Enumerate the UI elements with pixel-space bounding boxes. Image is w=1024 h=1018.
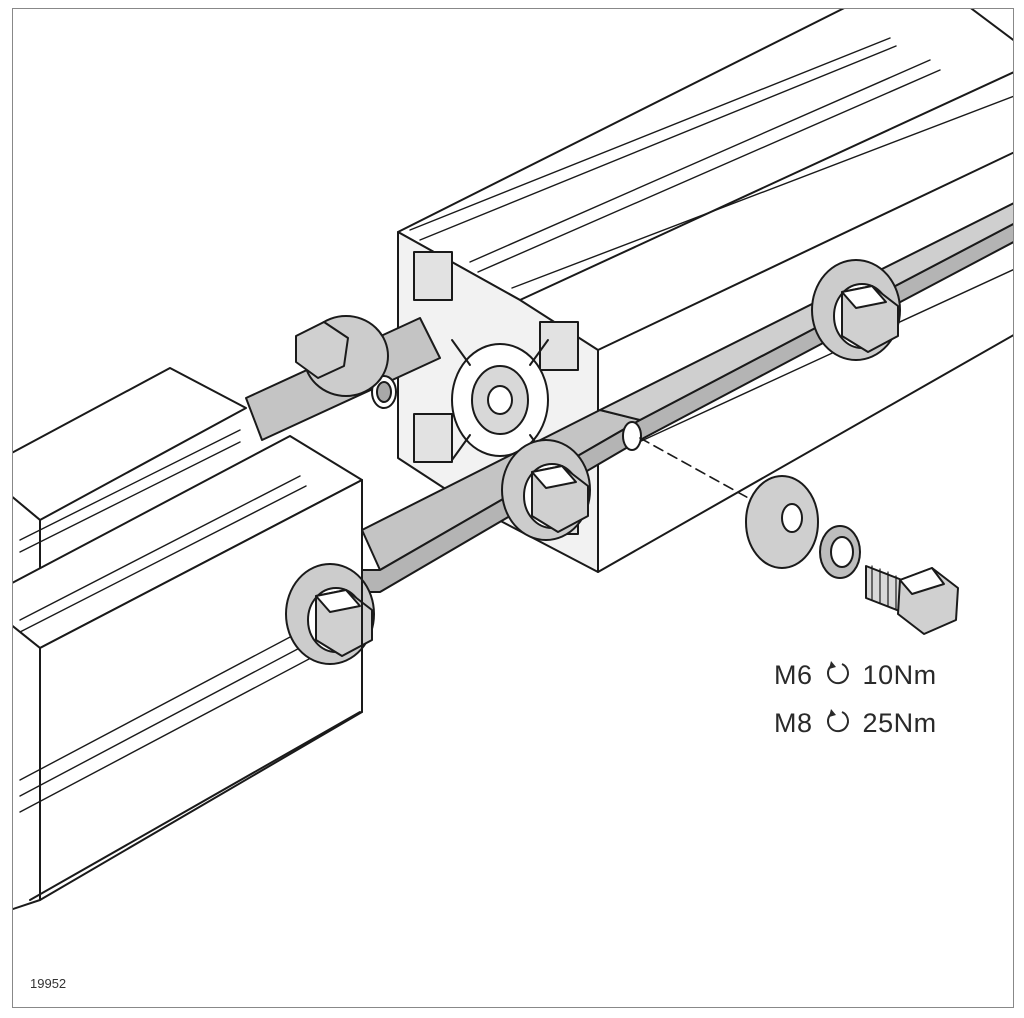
- lock-washer-exploded: [819, 525, 861, 579]
- bolt-left: [285, 563, 375, 665]
- bolt-upper-right: [811, 259, 901, 361]
- torque-value: 25Nm: [862, 708, 937, 738]
- lower-profile: [13, 367, 363, 911]
- washer-exploded: [745, 475, 819, 569]
- clockwise-rotation-icon: [821, 708, 855, 739]
- screw-exploded: [865, 565, 959, 635]
- explode-line: [639, 437, 771, 511]
- torque-value: 10Nm: [862, 660, 937, 690]
- torque-spec-m8: M8 25Nm: [774, 708, 937, 739]
- figure-number: 19952: [30, 976, 67, 991]
- bolt-back: [295, 315, 389, 397]
- thread-size-label: M6: [774, 660, 813, 690]
- torque-spec-m6: M6 10Nm: [774, 660, 937, 691]
- thread-size-label: M8: [774, 708, 813, 738]
- bolt-center: [501, 439, 591, 541]
- clockwise-rotation-icon: [821, 660, 855, 691]
